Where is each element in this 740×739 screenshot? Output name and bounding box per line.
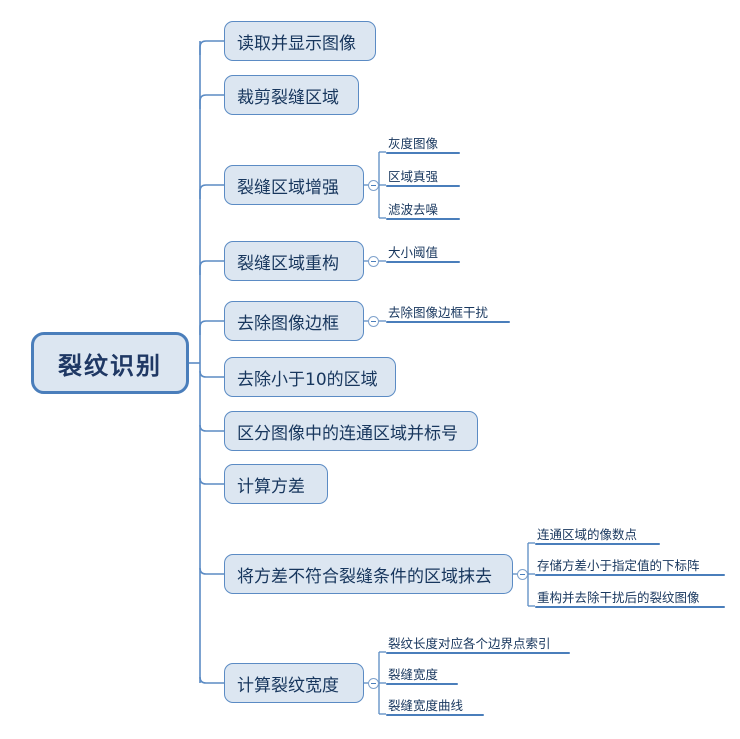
leaf-node-label: 区域真强 <box>388 169 439 184</box>
branch-node-reconstruct-crack-region[interactable]: 裂缝区域重构 <box>224 241 364 281</box>
leaf-node-underline <box>386 185 460 187</box>
leaf-node-underline <box>535 574 725 576</box>
leaf-node-label: 去除图像边框干扰 <box>388 305 489 320</box>
leaf-node-crack-width[interactable]: 裂缝宽度 <box>386 667 458 685</box>
leaf-node-underline <box>386 652 570 654</box>
collapse-toggle-icon[interactable] <box>368 678 379 689</box>
collapse-toggle-icon[interactable] <box>368 256 379 267</box>
leaf-node-underline <box>535 543 660 545</box>
branch-node-label: 读取并显示图像 <box>237 33 356 54</box>
branch-node-label: 将方差不符合裂缝条件的区域抹去 <box>237 566 492 587</box>
collapse-toggle-icon[interactable] <box>368 180 379 191</box>
leaf-node-underline <box>386 321 510 323</box>
leaf-node-label: 灰度图像 <box>388 136 439 151</box>
connector-branch-10 <box>199 676 224 684</box>
branch-node-crop-crack-region[interactable]: 裁剪裂缝区域 <box>224 75 359 115</box>
leaf-node-label: 裂缝宽度曲线 <box>388 698 464 713</box>
connector-branch-7 <box>199 424 224 432</box>
branch-node-label: 去除图像边框 <box>237 313 339 334</box>
leaf-node-underline <box>535 606 725 608</box>
branch-node-label-connected-regions[interactable]: 区分图像中的连通区域并标号 <box>224 411 478 451</box>
branch-node-remove-small-regions[interactable]: 去除小于10的区域 <box>224 357 396 397</box>
leaf-node-label: 大小阈值 <box>388 245 439 260</box>
branch-node-compute-variance[interactable]: 计算方差 <box>224 464 328 504</box>
branch-node-enhance-crack-region[interactable]: 裂缝区域增强 <box>224 165 364 205</box>
leaf-node-connected-region-pixels[interactable]: 连通区域的像数点 <box>535 527 660 545</box>
leaf-node-underline <box>386 683 458 685</box>
leaf-node-label: 滤波去噪 <box>388 202 439 217</box>
branch-node-erase-nonmatching-regions[interactable]: 将方差不符合裂缝条件的区域抹去 <box>224 554 513 594</box>
leaf-node-underline <box>386 152 460 154</box>
root-node[interactable]: 裂纹识别 <box>31 332 189 394</box>
leaf-node-label: 裂纹长度对应各个边界点索引 <box>388 636 551 651</box>
leaf-node-reconstructed-denoised-crack-image[interactable]: 重构并去除干扰后的裂纹图像 <box>535 590 725 608</box>
leaf-node-label: 连通区域的像数点 <box>537 527 638 542</box>
branch-node-compute-crack-width[interactable]: 计算裂纹宽度 <box>224 663 364 703</box>
leaf-node-crack-length-boundary-index[interactable]: 裂纹长度对应各个边界点索引 <box>386 636 570 654</box>
branch-node-label: 去除小于10的区域 <box>237 369 378 390</box>
connector-branch-5 <box>199 320 224 335</box>
leaf-node-remove-border-interference[interactable]: 去除图像边框干扰 <box>386 305 510 323</box>
connector-branch-3 <box>199 184 224 199</box>
connector-branch-9 <box>199 567 224 575</box>
branch-node-label: 计算方差 <box>237 476 305 497</box>
leaf-node-store-subscript-matrix[interactable]: 存储方差小于指定值的下标阵 <box>535 558 725 576</box>
branch-node-label: 裂缝区域重构 <box>237 253 339 274</box>
leaf-node-crack-width-curve[interactable]: 裂缝宽度曲线 <box>386 698 484 716</box>
branch-node-label: 区分图像中的连通区域并标号 <box>237 423 458 444</box>
leaf-node-underline <box>386 218 460 220</box>
connector-branch-6 <box>199 370 224 378</box>
leaf-node-filter-denoise[interactable]: 滤波去噪 <box>386 202 460 220</box>
leaf-node-label: 裂缝宽度 <box>388 667 439 682</box>
root-node-label: 裂纹识别 <box>58 351 162 380</box>
leaf-node-underline <box>386 261 460 263</box>
collapse-toggle-icon[interactable] <box>368 316 379 327</box>
branch-node-label: 裁剪裂缝区域 <box>237 87 339 108</box>
connector-branch-8 <box>199 477 224 485</box>
branch-node-label: 计算裂纹宽度 <box>237 675 339 696</box>
leaf-node-grayscale-image[interactable]: 灰度图像 <box>386 136 460 154</box>
collapse-toggle-icon[interactable] <box>517 569 528 580</box>
leaf-node-label: 存储方差小于指定值的下标阵 <box>537 558 700 573</box>
leaf-node-size-threshold[interactable]: 大小阈值 <box>386 245 460 263</box>
connector-branch-2 <box>199 94 224 109</box>
leaf-node-underline <box>386 714 484 716</box>
branch-node-label: 裂缝区域增强 <box>237 177 339 198</box>
branch-node-remove-image-border[interactable]: 去除图像边框 <box>224 301 364 341</box>
connector-branch-4 <box>199 260 224 275</box>
leaf-node-region-enhancement[interactable]: 区域真强 <box>386 169 460 187</box>
leaf-node-label: 重构并去除干扰后的裂纹图像 <box>537 590 700 605</box>
connector-branch-1 <box>199 40 224 55</box>
branch-node-read-display-image[interactable]: 读取并显示图像 <box>224 21 376 61</box>
